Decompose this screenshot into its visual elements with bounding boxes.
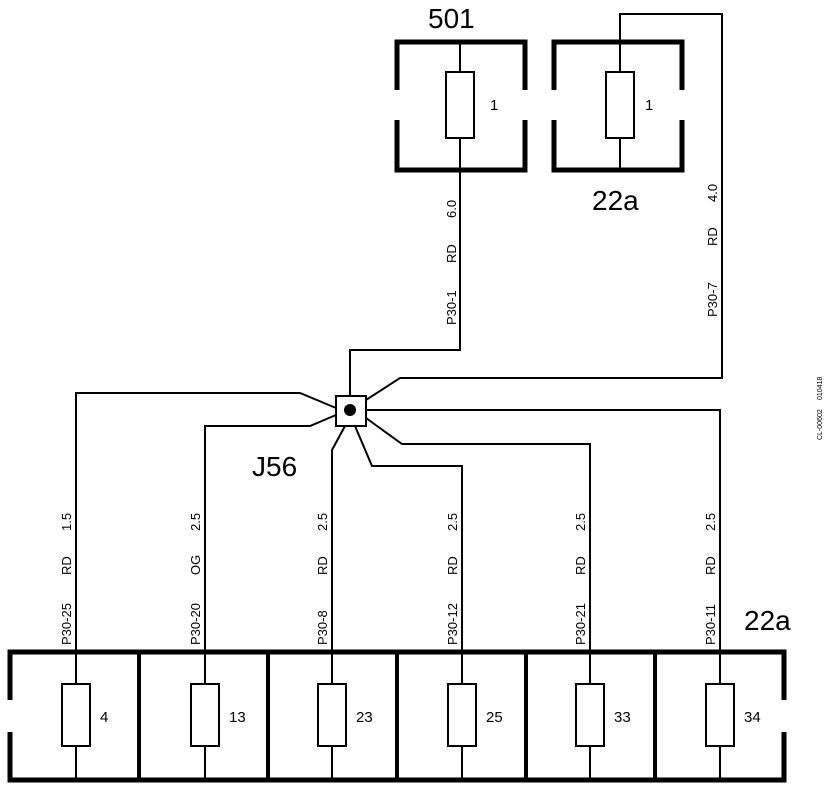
box-501-label: 501 — [428, 3, 475, 34]
wire-p30-21 — [365, 417, 591, 650]
wire-p30-11-pin: P30-11 — [703, 604, 718, 645]
side-code-1: CL-00602 — [817, 409, 824, 440]
wire-p30-11-labels: P30-11 RD 2.5 — [703, 513, 718, 645]
fuse-22a-top-pin: 1 — [645, 97, 653, 114]
fuse-13-number: 13 — [229, 709, 246, 726]
fuse-22a-top-1 — [605, 71, 635, 139]
wire-p30-21-labels: P30-21 RD 2.5 — [573, 513, 588, 645]
fuse-25 — [447, 683, 477, 747]
fuse-501-pin: 1 — [490, 97, 498, 114]
wire-p30-8-gauge: 2.5 — [315, 513, 330, 531]
wire-p30-21-gauge: 2.5 — [573, 513, 588, 531]
side-codes: CL-00602 010418 — [817, 377, 824, 440]
wire-p30-12-pin: P30-12 — [445, 603, 460, 645]
junction-j56-label: J56 — [252, 451, 297, 482]
wire-p30-12-gauge: 2.5 — [445, 513, 460, 531]
wire-p30-1-labels: P30-1 RD 6.0 — [444, 200, 459, 325]
wire-p30-21-pin: P30-21 — [573, 603, 588, 645]
wire-p30-7-gauge: 4.0 — [705, 184, 720, 202]
wire-p30-1 — [349, 138, 461, 398]
box-22a-bottom-label: 22a — [744, 605, 791, 636]
wire-p30-20-gauge: 2.5 — [188, 513, 203, 531]
wire-p30-12 — [354, 425, 463, 650]
wire-p30-20-color: OG — [188, 555, 203, 575]
fuse-501-1 — [445, 71, 475, 139]
wire-p30-20-labels: P30-20 OG 2.5 — [188, 513, 203, 645]
wire-p30-1-color: RD — [444, 244, 459, 263]
fuse-13 — [190, 683, 220, 747]
junction-j56-node — [344, 404, 356, 416]
wire-p30-7 — [365, 13, 723, 401]
box-22a-top-label: 22a — [592, 185, 639, 216]
fuse-4 — [61, 683, 91, 747]
wire-p30-25-labels: P30-25 RD 1.5 — [59, 513, 74, 645]
wire-p30-11-color: RD — [703, 556, 718, 575]
fuse-33 — [575, 683, 605, 747]
fuse-34 — [705, 683, 735, 747]
wire-p30-12-labels: P30-12 RD 2.5 — [445, 513, 460, 645]
wire-p30-25 — [75, 392, 337, 650]
fuse-34-number: 34 — [744, 709, 761, 726]
wire-p30-1-pin: P30-1 — [444, 290, 459, 325]
wire-p30-7-pin: P30-7 — [705, 282, 720, 317]
wire-p30-1-gauge: 6.0 — [444, 200, 459, 218]
wire-p30-21-color: RD — [573, 556, 588, 575]
wire-p30-8-labels: P30-8 RD 2.5 — [315, 513, 330, 645]
wire-p30-8-pin: P30-8 — [315, 610, 330, 645]
wire-p30-7-labels: P30-7 RD 4.0 — [705, 184, 720, 317]
wire-p30-20 — [204, 414, 337, 650]
fuse-4-number: 4 — [100, 709, 108, 726]
wire-p30-25-pin: P30-25 — [59, 603, 74, 645]
side-code-2: 010418 — [817, 377, 824, 400]
wire-p30-12-color: RD — [445, 556, 460, 575]
wire-p30-7-color: RD — [705, 227, 720, 246]
fuse-25-number: 25 — [486, 709, 503, 726]
wire-p30-20-pin: P30-20 — [188, 603, 203, 645]
fuse-33-number: 33 — [614, 709, 631, 726]
wire-p30-11 — [366, 409, 721, 650]
fuse-23-number: 23 — [356, 709, 373, 726]
wire-p30-8-color: RD — [315, 556, 330, 575]
wire-p30-25-gauge: 1.5 — [59, 513, 74, 531]
wire-p30-8 — [331, 425, 346, 650]
fuse-23 — [317, 683, 347, 747]
wire-p30-25-color: RD — [59, 556, 74, 575]
wire-p30-11-gauge: 2.5 — [703, 513, 718, 531]
